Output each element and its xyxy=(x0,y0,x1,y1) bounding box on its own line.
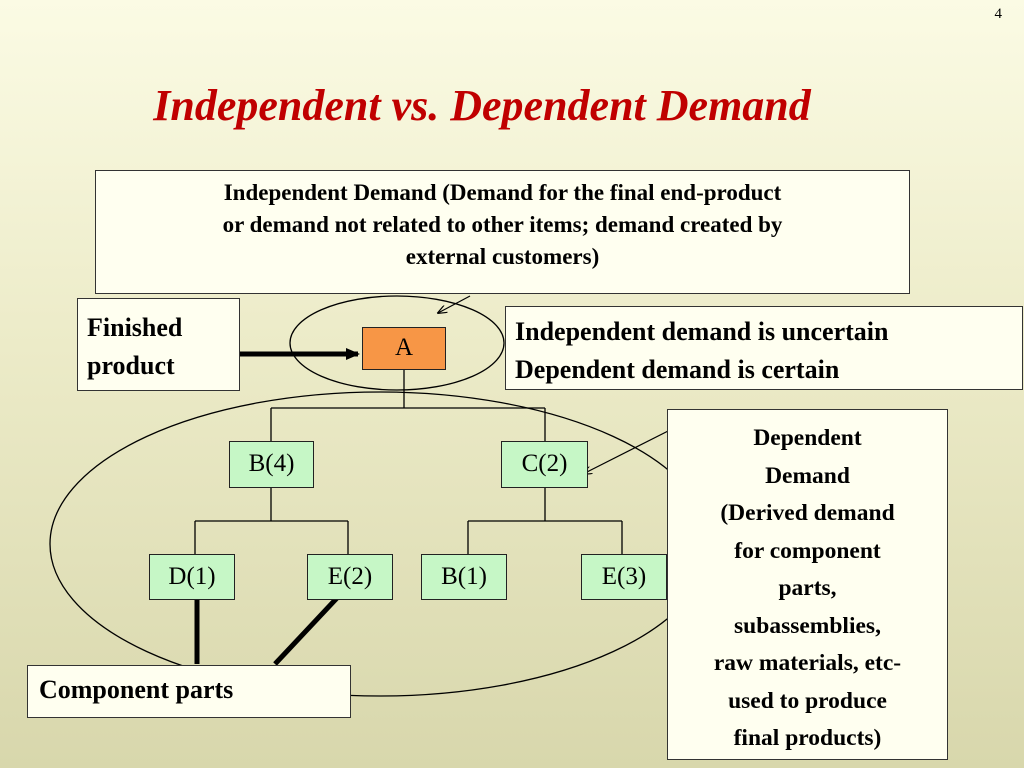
finished-product-line-1: Finished xyxy=(87,313,183,342)
dependent-demand-line-6: subassemblies, xyxy=(734,612,881,639)
node-a: A xyxy=(362,327,446,370)
node-e3: E(3) xyxy=(581,554,667,600)
dependent-box-arrow xyxy=(583,424,681,474)
node-c2: C(2) xyxy=(501,441,588,488)
dependent-demand-line-3: (Derived demand xyxy=(720,500,895,526)
component-parts-box: Component parts xyxy=(27,665,351,718)
dependent-demand-line-4: for component xyxy=(734,537,881,564)
demand-certainty-box: Independent demand is uncertain Dependen… xyxy=(505,306,1023,390)
finished-product-line-2: product xyxy=(87,351,175,380)
page-number: 4 xyxy=(994,6,1003,22)
certainty-line-2: Dependent demand is certain xyxy=(515,355,840,384)
dependent-demand-line-8: used to produce xyxy=(728,687,887,714)
dependent-demand-ellipse xyxy=(49,391,711,697)
component-parts-label: Component parts xyxy=(39,675,234,704)
independent-demand-ellipse xyxy=(289,295,505,391)
dependent-demand-line-7: raw materials, etc- xyxy=(713,650,902,676)
finished-product-box: Finished product xyxy=(77,298,240,391)
independent-box-arrow xyxy=(438,295,471,313)
independent-demand-line-3: external customers) xyxy=(405,244,600,269)
slide-title: Independent vs. Dependent Demand xyxy=(153,81,811,130)
node-e2: E(2) xyxy=(307,554,393,600)
certainty-line-1: Independent demand is uncertain xyxy=(515,317,889,346)
dependent-demand-line-9: final products) xyxy=(733,725,882,751)
dependent-demand-line-1: Dependent xyxy=(753,425,862,451)
node-b1: B(1) xyxy=(421,554,507,600)
independent-demand-line-1: Independent Demand (Demand for the final… xyxy=(223,180,782,205)
dependent-demand-line-2: Demand xyxy=(765,462,850,489)
node-b4: B(4) xyxy=(229,441,314,488)
dependent-demand-line-5: parts, xyxy=(778,575,837,601)
tree-connectors xyxy=(194,370,623,554)
independent-demand-line-2: or demand not related to other items; de… xyxy=(222,212,783,237)
independent-demand-box: Independent Demand (Demand for the final… xyxy=(95,170,910,294)
dependent-demand-box: Dependent Demand (Derived demand for com… xyxy=(667,409,948,760)
node-d1: D(1) xyxy=(149,554,235,600)
